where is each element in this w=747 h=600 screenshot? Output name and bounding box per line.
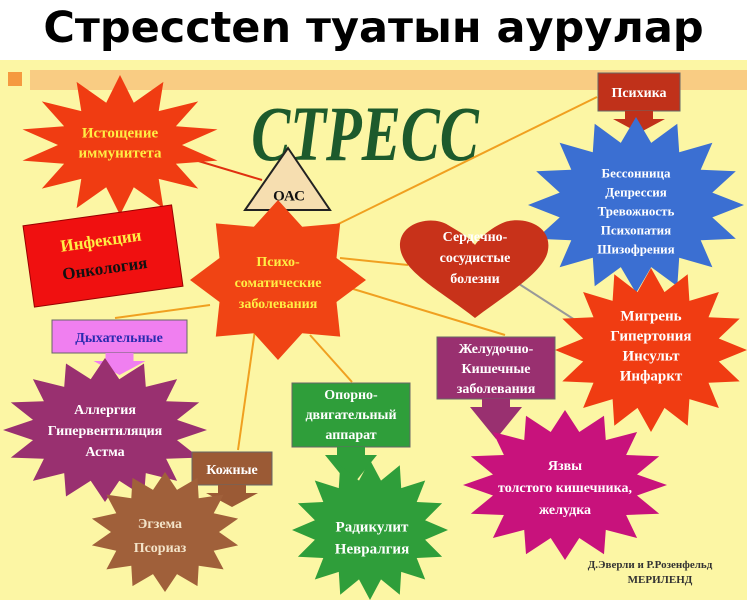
skin-label-line: Кожные	[206, 463, 257, 478]
exhaustion-label-line: Истощение	[82, 125, 159, 141]
musculo-label-line: Опорно-	[324, 388, 378, 403]
cardio-effects-label-line: Гипертония	[610, 328, 691, 344]
psyche-label-line: Психика	[611, 86, 666, 101]
credit-authors: Д.Эверли и Р.Розенфельд	[588, 559, 713, 571]
skin-effects-label-line: Псориаз	[134, 541, 187, 556]
gastro-effects-label-line: толстого кишечника,	[498, 481, 632, 496]
cardio-effects-star	[555, 268, 747, 432]
respiratory-effects-star	[3, 358, 207, 502]
musculo-effects-label-line: Радикулит	[336, 519, 410, 535]
musculo-label: Опорно-двигательный аппарат	[305, 388, 396, 443]
gastro-label-line: Кишечные	[461, 362, 530, 377]
psyche-effects-label-line: Тревожность	[598, 204, 675, 219]
psyche-effects-label-line: Шизофрения	[597, 242, 674, 257]
exhaustion-label: Истощение иммунитета	[79, 125, 162, 161]
respiratory-effects-label-line: Астма	[85, 445, 124, 460]
cardio-label-line: болезни	[450, 272, 499, 287]
exhaustion-star	[22, 75, 218, 215]
respiratory-effects-label-line: Аллергия	[74, 403, 136, 418]
cardio-effects-label-line: Инфаркт	[620, 368, 683, 384]
skin-box	[191, 451, 273, 486]
connector	[237, 329, 256, 451]
connectors	[114, 96, 598, 451]
gastro-label: Желудочно- Кишечные заболевания	[457, 342, 536, 397]
musculo-label-line: двигательный	[305, 408, 396, 423]
decor-square	[8, 72, 22, 86]
gastro-box-arrow	[470, 399, 522, 439]
respiratory-box-arrow	[93, 353, 146, 375]
musculo-label-line: аппарат	[325, 428, 376, 443]
infections-box	[22, 204, 184, 308]
gastro-effects-label: Язвы толстого кишечника, желудка	[498, 459, 632, 518]
respiratory-label-line: Дыхательные	[75, 331, 163, 346]
cardio-label-line: сосудистые	[440, 251, 511, 266]
cardio-label: Сердечно-сосудистые болезни	[440, 230, 511, 287]
skin-effects-label-line: Эгзема	[138, 517, 182, 532]
cardio-effects-label-line: Инсульт	[622, 348, 680, 364]
connector	[114, 304, 211, 319]
psyche-effects-label-line: Бессонница	[601, 166, 671, 181]
connector	[339, 284, 506, 336]
gastro-effects-label-line: желудка	[539, 503, 591, 518]
respiratory-effects-label-line: Гипервентиляция	[48, 424, 163, 439]
gastro-label-line: заболевания	[457, 382, 536, 397]
musculo-effects-star	[292, 460, 448, 600]
psyche-label: Психика	[611, 86, 666, 101]
psyche-box-arrow	[613, 111, 665, 133]
gastro-label-line: Желудочно-	[459, 342, 534, 357]
psychosomatic-label-line: соматические	[235, 276, 322, 291]
decor-bar	[30, 70, 747, 90]
connector	[319, 96, 598, 234]
musculo-box-arrow	[325, 447, 377, 487]
psychosomatic-label: Психо-соматические заболевания	[235, 255, 322, 312]
cardio-effects-label-line: Мигрень	[620, 308, 681, 324]
gastro-effects-star	[463, 410, 667, 560]
oac-triangle	[243, 146, 332, 211]
musculo-effects-label-line: Невралгия	[335, 541, 409, 557]
cardio-heart	[399, 220, 549, 318]
cardio-label-line: Сердечно-	[443, 230, 508, 245]
skin-label: Кожные	[206, 463, 257, 478]
connector	[515, 281, 576, 321]
psyche-box	[597, 72, 681, 112]
oac-label: ОАС	[273, 188, 305, 204]
respiratory-label: Дыхательные	[75, 331, 163, 346]
psychosomatic-label-line: заболевания	[239, 297, 318, 312]
connector	[309, 334, 353, 383]
psyche-effects-label-line: Депрессия	[605, 185, 667, 200]
exhaustion-label-line: иммунитета	[79, 145, 162, 161]
oac-label-line: ОАС	[273, 188, 305, 204]
skin-effects-star	[91, 472, 239, 592]
psychosomatic-star	[190, 200, 366, 360]
psyche-effects-label-line: Психопатия	[601, 223, 671, 238]
slide-title: Стрессten туатын аурулар	[43, 3, 704, 53]
psyche-effects-star	[528, 117, 744, 293]
credit-place: МЕРИЛЕНД	[628, 574, 693, 586]
connector	[339, 257, 409, 266]
skin-box-arrow	[206, 485, 258, 507]
gastro-effects-label-line: Язвы	[548, 459, 582, 474]
musculo-box	[291, 382, 411, 448]
psychosomatic-label-line: Психо-	[256, 255, 300, 270]
